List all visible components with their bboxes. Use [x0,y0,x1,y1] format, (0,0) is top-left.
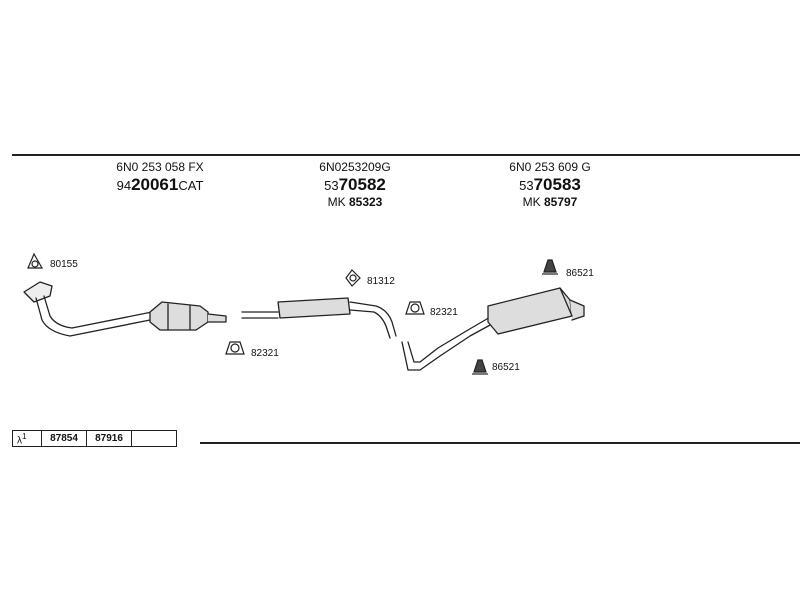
catalytic-converter [149,301,227,331]
header-rear-silencer: 6N0 253 609 G 5370583 MK 85797 [465,160,635,210]
top-rule [12,154,800,156]
sensor-code: 87854 [41,429,87,448]
part-label: 86521 [566,268,594,279]
article-number: 9420061CAT [116,175,204,194]
part-label: 80155 [50,259,78,270]
mk-number: MK 85797 [522,195,578,209]
clamp-rear-icon [405,301,425,315]
middle-silencer [241,297,397,339]
header-middle-silencer: 6N0253209G 5370582 MK 85323 [270,160,440,210]
part-label: 82321 [251,348,279,359]
mount-rear-top-icon [542,259,558,275]
part-label: 82321 [430,307,458,318]
rear-silencer [401,287,585,371]
mount-mid-icon [345,269,361,287]
front-pipe [23,281,153,337]
article-number: 5370582 [324,175,386,194]
bottom-rule [200,442,800,444]
oe-number: 6N0 253 058 FX [116,160,204,174]
empty-cell [131,429,177,448]
oe-number: 6N0253209G [319,160,391,174]
clamp-front-icon [27,252,44,269]
part-label: 81312 [367,276,395,287]
mount-rear-bottom-icon [472,359,488,375]
oe-number: 6N0 253 609 G [509,160,591,174]
article-number: 5370583 [519,175,581,194]
clamp-mid-icon [225,341,245,355]
header-catalytic-converter: 6N0 253 058 FX 9420061CAT [75,160,245,195]
sensor-code: 87916 [86,429,132,448]
mk-number: MK 85323 [327,195,383,209]
lambda-symbol: λ1 [12,429,42,448]
table-row: λ1 87854 87916 [12,429,177,448]
part-label: 86521 [492,362,520,373]
sensor-table: λ1 87854 87916 [12,429,177,448]
